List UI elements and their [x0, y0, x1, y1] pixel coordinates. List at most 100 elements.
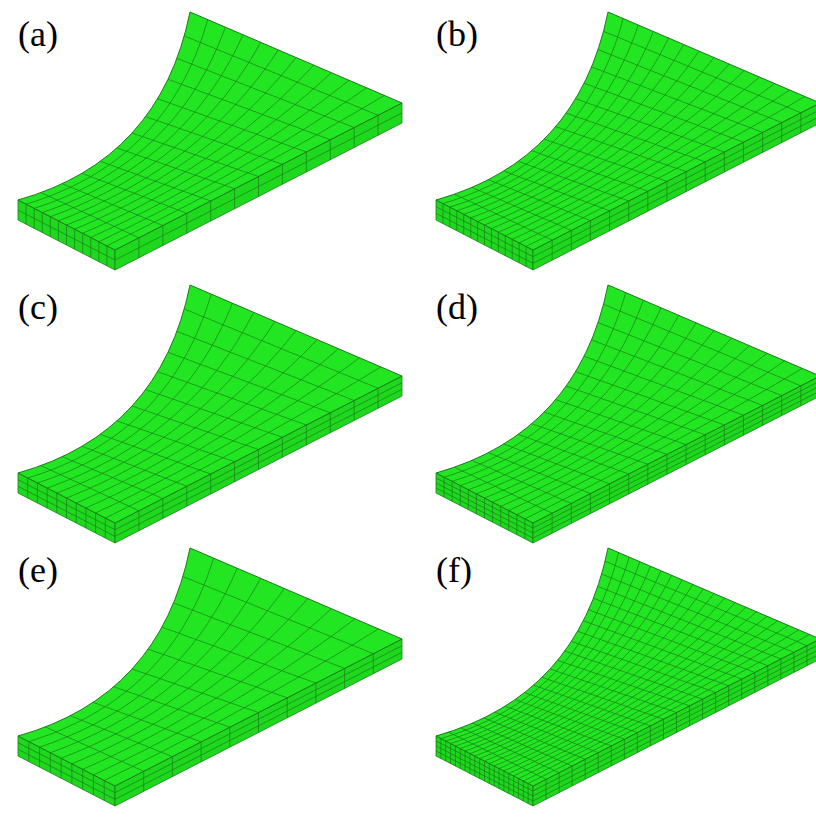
mesh-line	[512, 84, 774, 240]
mesh-line	[138, 511, 139, 531]
mesh-line	[485, 594, 715, 762]
mesh-line	[491, 229, 492, 249]
mesh-line	[28, 742, 29, 762]
mesh-line	[34, 27, 225, 208]
mesh-line	[201, 742, 202, 762]
mesh-line	[86, 349, 339, 508]
mesh-line	[373, 654, 374, 674]
mesh-line	[436, 381, 816, 528]
mesh-line	[93, 702, 201, 742]
mesh-line	[148, 649, 287, 698]
mesh-line	[72, 599, 308, 764]
mesh-line	[519, 90, 790, 243]
mesh-line	[471, 45, 684, 218]
mesh-line	[528, 634, 809, 783]
mesh-line	[456, 211, 457, 231]
mesh-line	[505, 77, 759, 236]
mesh-line	[526, 246, 527, 266]
meshed-plate	[436, 285, 816, 543]
mesh-line	[93, 775, 94, 795]
mesh-line	[104, 629, 378, 781]
panel-label: (f)	[436, 552, 472, 588]
mesh-line	[460, 308, 661, 486]
mesh-line	[143, 771, 144, 791]
mesh-line	[498, 232, 499, 252]
panel-label: (c)	[18, 289, 58, 325]
meshed-plate	[18, 548, 402, 806]
mesh-line	[457, 32, 654, 211]
mesh-line	[762, 132, 763, 152]
mesh-line	[258, 713, 259, 733]
meshed-plate	[436, 12, 816, 270]
mesh-line	[76, 340, 317, 503]
mesh-line	[91, 80, 349, 237]
meshed-plate	[18, 12, 402, 270]
mesh-line	[470, 218, 471, 238]
mesh-line	[686, 172, 687, 192]
mesh-line	[66, 498, 67, 518]
mesh-line	[18, 652, 402, 799]
mesh-line	[436, 116, 816, 263]
mesh-line	[504, 612, 757, 771]
mesh-line	[50, 42, 260, 216]
mesh-line	[99, 88, 367, 242]
mesh-line	[509, 353, 767, 510]
panel-label: (d)	[436, 289, 478, 325]
mesh-line	[114, 687, 230, 728]
mesh-line	[436, 644, 816, 791]
mesh-line	[480, 589, 704, 759]
mesh-line	[75, 65, 314, 229]
mesh-line	[344, 668, 345, 688]
mesh-line	[449, 207, 450, 227]
mesh-line	[485, 331, 715, 499]
mesh-line	[468, 315, 678, 489]
mesh-line	[517, 361, 785, 515]
mesh-line	[330, 413, 331, 433]
mesh-line	[287, 698, 288, 718]
top-face	[436, 548, 816, 786]
mesh-line	[183, 577, 373, 654]
mesh-line	[477, 221, 478, 241]
mesh-line	[484, 225, 485, 245]
mesh-line	[162, 627, 316, 683]
mesh-line	[282, 437, 283, 457]
mesh-line	[354, 401, 355, 421]
mesh-line	[67, 331, 297, 499]
mesh-line	[27, 478, 28, 498]
mesh-line	[609, 211, 610, 231]
mesh-line	[463, 214, 464, 234]
top-face	[436, 12, 816, 250]
mesh-line	[85, 508, 86, 528]
mesh-line	[525, 368, 802, 518]
mesh-line	[378, 388, 379, 408]
mesh-line	[485, 58, 715, 226]
mesh-line	[210, 474, 211, 494]
mesh-line	[58, 50, 278, 221]
mesh-line	[56, 493, 57, 513]
mesh-line	[306, 425, 307, 445]
mesh-line	[452, 300, 643, 481]
mesh-line	[446, 557, 630, 741]
mesh-line	[571, 230, 572, 250]
mesh-line	[18, 389, 402, 536]
meshed-plate	[436, 548, 816, 806]
mesh-line	[47, 312, 254, 488]
mesh-line	[71, 764, 72, 784]
mesh-line	[478, 51, 699, 221]
mesh-line	[436, 391, 816, 538]
mesh-line	[104, 780, 105, 800]
mesh-line	[162, 499, 163, 519]
mesh-line	[509, 616, 767, 773]
mesh-line	[552, 240, 553, 260]
mesh-line	[494, 603, 735, 766]
mesh-line	[436, 386, 816, 533]
mesh-line	[95, 513, 96, 533]
mesh-line	[499, 607, 746, 768]
mesh-line	[470, 580, 682, 754]
mesh-line	[76, 503, 77, 523]
top-face	[436, 285, 816, 523]
mesh-line	[501, 346, 750, 507]
panel-label: (e)	[18, 552, 58, 588]
mesh-line	[800, 113, 801, 133]
mesh-line	[666, 181, 667, 201]
